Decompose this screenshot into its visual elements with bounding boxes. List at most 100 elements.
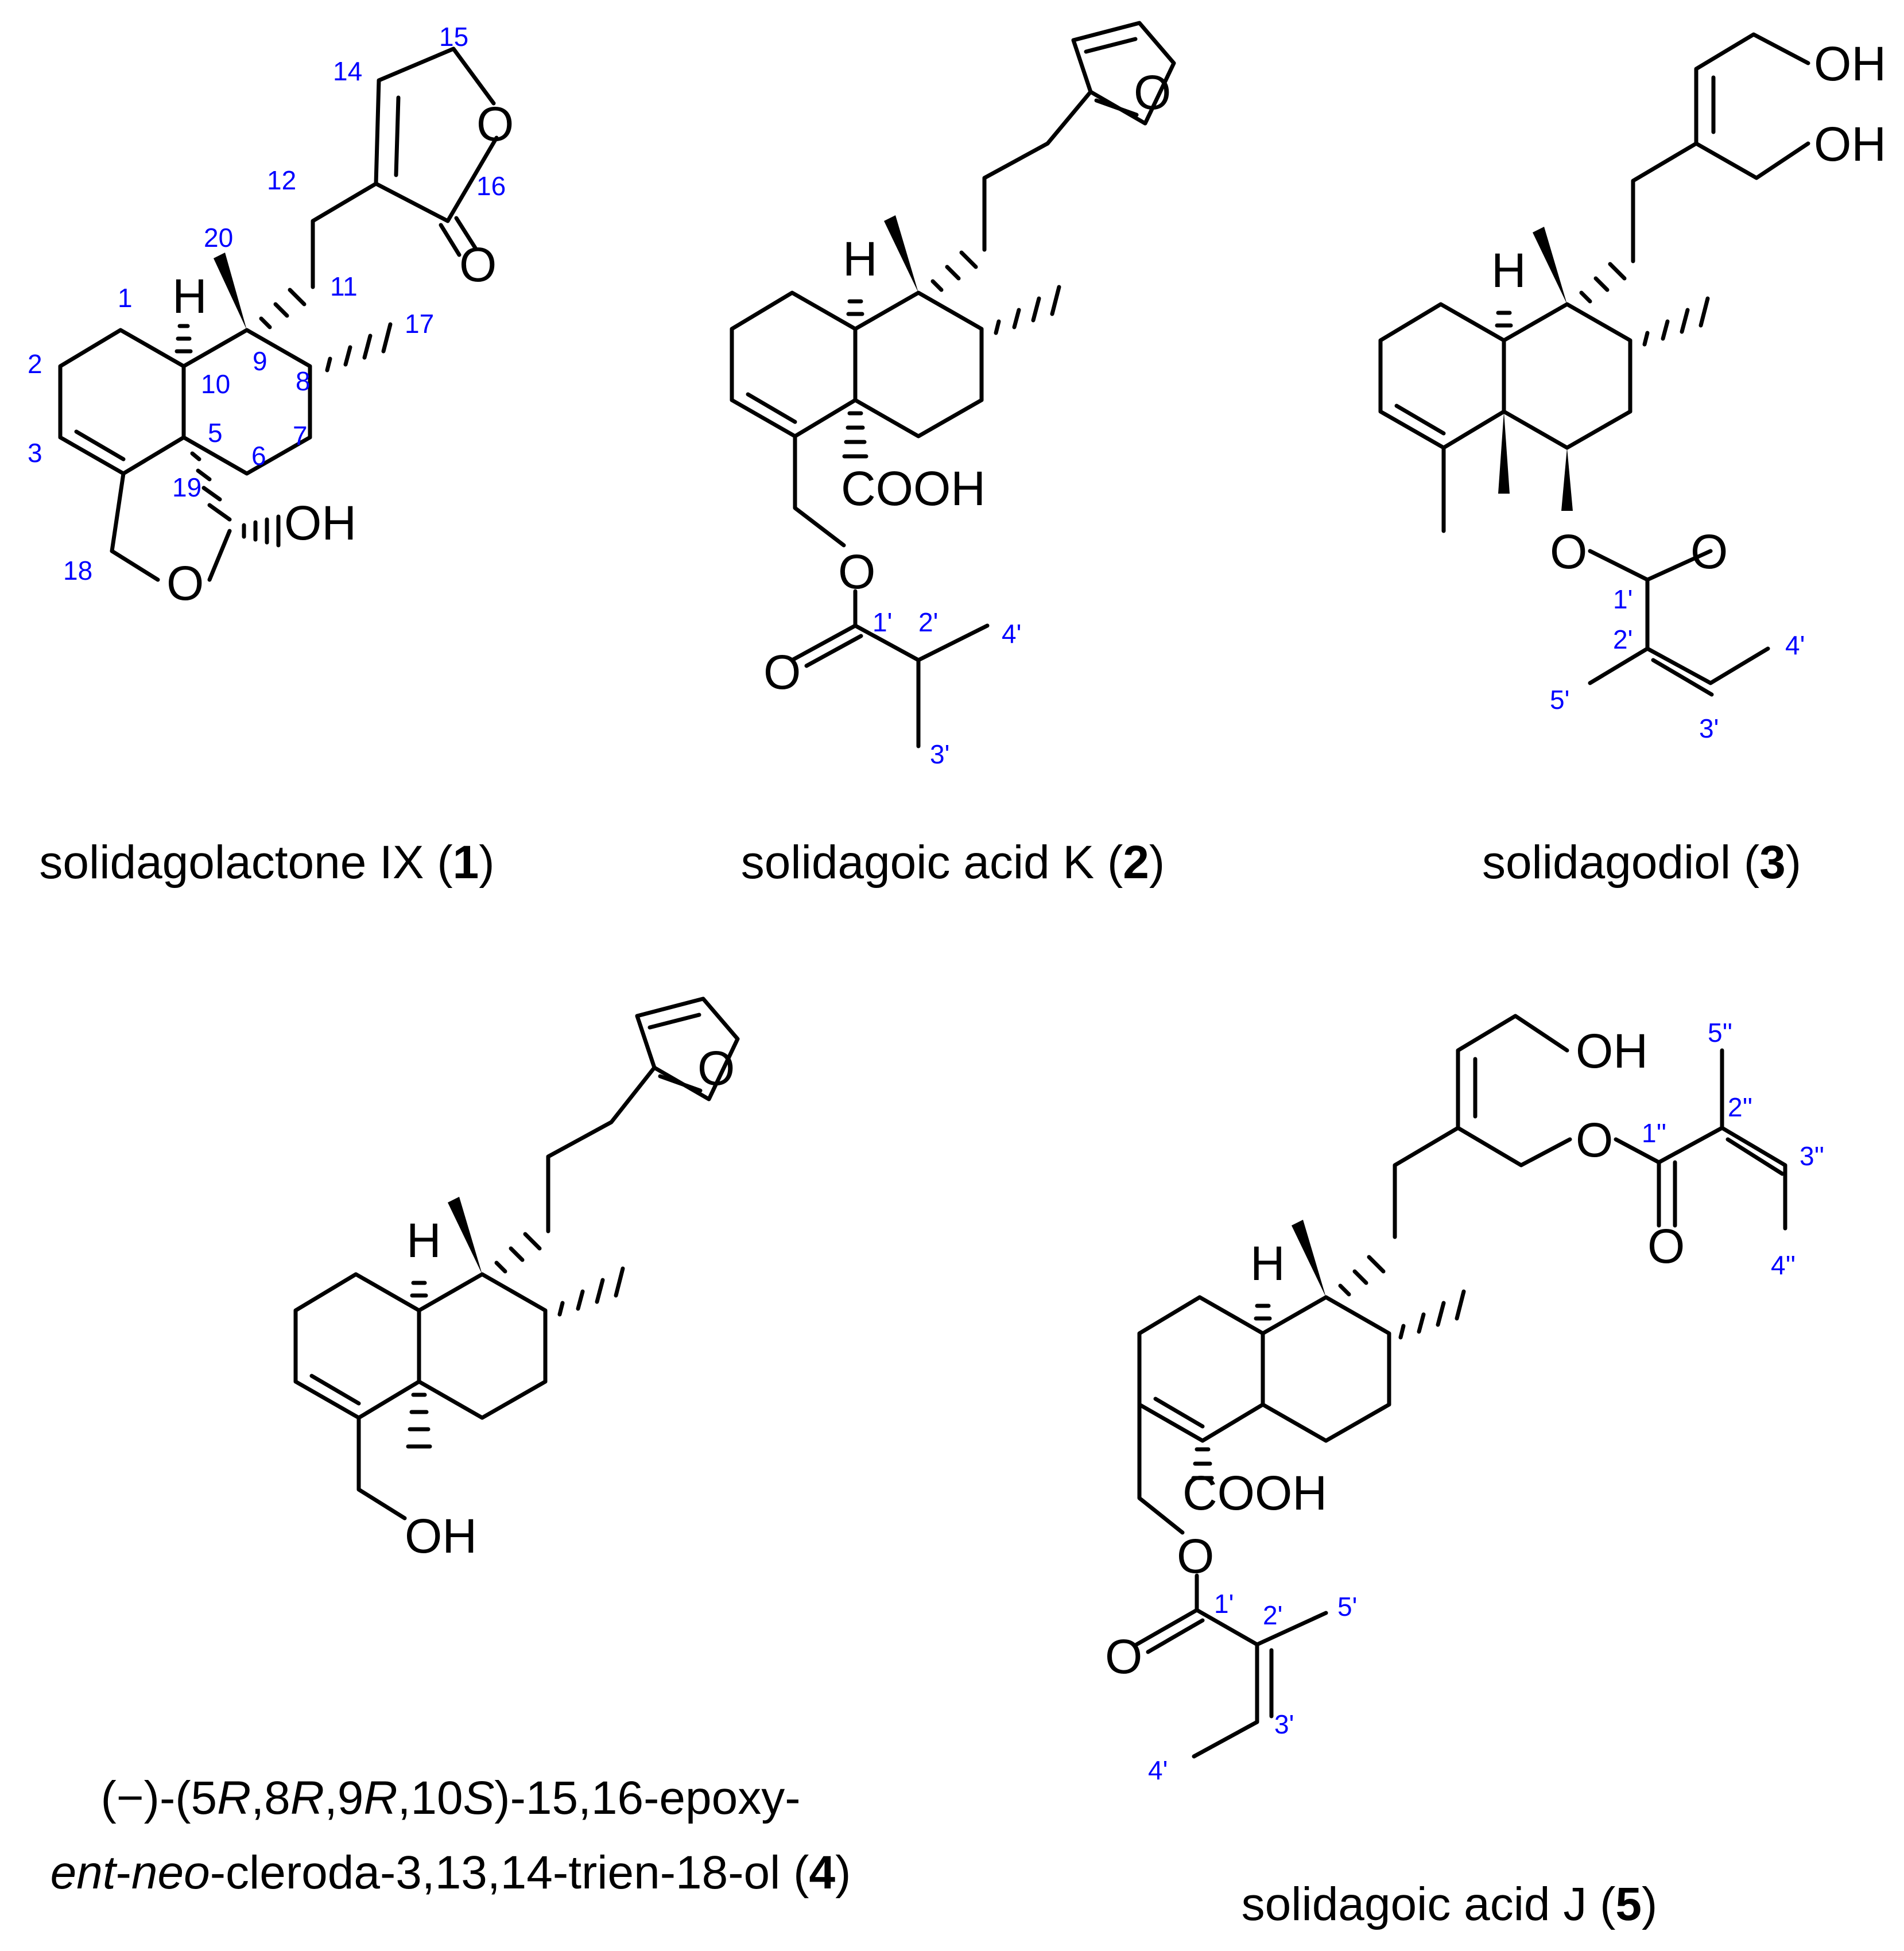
hashed-bond-side-chain bbox=[1338, 1255, 1386, 1297]
locant: 2'' bbox=[1728, 1092, 1752, 1122]
locant: 2' bbox=[1613, 625, 1632, 654]
locant: 1' bbox=[1613, 584, 1632, 614]
locant: 18 bbox=[63, 556, 92, 585]
caption-compound-3: solidagodiol (3) bbox=[1482, 836, 1801, 889]
wedge-bond-c20 bbox=[214, 253, 247, 330]
locant: 5' bbox=[1550, 685, 1569, 715]
locant: 4' bbox=[1148, 1755, 1168, 1785]
wedge-bond-methyl bbox=[448, 1197, 482, 1274]
wedge-bond-methyl bbox=[1498, 412, 1510, 494]
locant: 9 bbox=[253, 346, 267, 376]
atom-o: O bbox=[476, 97, 514, 151]
atom-oh: OH bbox=[1576, 1024, 1648, 1078]
atom-o: O bbox=[166, 556, 204, 610]
locant: 16 bbox=[476, 171, 506, 201]
atom-o: O bbox=[838, 545, 875, 599]
structure-compound-2: H COOH O O O 1' 2' bbox=[730, 21, 1176, 769]
locant: 3' bbox=[930, 739, 949, 769]
locant: 1'' bbox=[1642, 1118, 1666, 1148]
hashed-bond-methyl bbox=[1398, 1289, 1466, 1340]
locant: 5' bbox=[1337, 1592, 1357, 1622]
atom-o: O bbox=[697, 1041, 735, 1095]
hashed-bond-c10-h bbox=[174, 324, 193, 354]
hashed-bond-h bbox=[846, 299, 864, 316]
atom-oh: OH bbox=[1814, 37, 1886, 91]
wedge-bond-methyl bbox=[884, 215, 918, 293]
locant: 3' bbox=[1699, 713, 1719, 743]
atom-cooh: COOH bbox=[841, 461, 986, 515]
atom-o: O bbox=[1134, 65, 1171, 119]
atom-oh: OH bbox=[284, 496, 356, 550]
atom-o: O bbox=[1690, 525, 1728, 579]
locant: 6 bbox=[251, 441, 266, 471]
locant: 12 bbox=[267, 165, 296, 195]
locant: 3' bbox=[1274, 1709, 1294, 1739]
atom-oh: OH bbox=[1814, 117, 1886, 171]
locant: 5'' bbox=[1708, 1018, 1732, 1048]
locant: 5 bbox=[208, 418, 223, 448]
atom-h: H bbox=[172, 269, 207, 323]
atom-o: O bbox=[1550, 525, 1587, 579]
locant: 1 bbox=[118, 283, 133, 313]
hashed-bond-h bbox=[1254, 1304, 1272, 1321]
caption-compound-2: solidagoic acid K (2) bbox=[741, 836, 1165, 889]
locant: 14 bbox=[333, 56, 362, 86]
hashed-bond-h bbox=[410, 1281, 428, 1298]
locant: 1' bbox=[1214, 1589, 1234, 1619]
caption-compound-1: solidagolactone IX (1) bbox=[39, 836, 494, 889]
atom-o: O bbox=[1177, 1529, 1214, 1583]
caption-compound-4-line1: (−)-(5R,8R,9R,10S)-15,16-epoxy- bbox=[100, 1772, 800, 1824]
atom-oh: OH bbox=[405, 1509, 477, 1563]
locant: 2' bbox=[918, 607, 938, 637]
wedge-bond-methyl bbox=[1533, 227, 1567, 304]
atom-o: O bbox=[1576, 1113, 1613, 1167]
locant: 2' bbox=[1263, 1600, 1282, 1630]
hashed-bond-c8-c17 bbox=[325, 322, 393, 373]
hashed-bond-side-chain bbox=[1579, 262, 1627, 304]
hashed-bond-h bbox=[1495, 311, 1513, 328]
hashed-bond-methyl bbox=[406, 1393, 432, 1449]
caption-compound-5: solidagoic acid J (5) bbox=[1242, 1878, 1658, 1930]
atom-o: O bbox=[763, 645, 801, 699]
structure-compound-1: H OH O O O 1 2 3 5 6 7 8 9 10 11 12 14 1… bbox=[28, 22, 514, 610]
locant: 2 bbox=[28, 349, 42, 379]
atom-o: O bbox=[1105, 1630, 1142, 1684]
hashed-bond-methyl bbox=[557, 1266, 625, 1317]
hashed-bond-c19-oh bbox=[242, 514, 281, 548]
wedge-bond-methyl bbox=[1292, 1220, 1326, 1297]
locant: 17 bbox=[405, 309, 434, 339]
structure-compound-3: H O O OH OH 1' 2' 3' 4' 5' bbox=[1378, 32, 1886, 743]
locant: 4' bbox=[1785, 630, 1805, 660]
structure-compound-4: H O OH bbox=[293, 996, 740, 1563]
locant: 20 bbox=[204, 223, 233, 253]
locant: 4'' bbox=[1771, 1250, 1796, 1280]
hashed-bond-cooh bbox=[1191, 1447, 1214, 1480]
wedge-bond-ester bbox=[1561, 448, 1573, 511]
atom-o: O bbox=[459, 238, 497, 292]
hashed-bond-side-chain bbox=[930, 250, 978, 292]
locant: 8 bbox=[296, 366, 311, 396]
locant: 3 bbox=[28, 438, 42, 468]
hashed-bond-methyl bbox=[1642, 296, 1710, 347]
caption-compound-4-line2: ent-neo-cleroda-3,13,14-trien-18-ol (4) bbox=[51, 1847, 851, 1899]
atom-o: O bbox=[1647, 1219, 1685, 1273]
locant: 1' bbox=[872, 607, 892, 637]
hashed-bond-c9-c11 bbox=[259, 288, 307, 329]
locant: 10 bbox=[201, 369, 230, 399]
atom-h: H bbox=[1491, 243, 1526, 297]
hashed-bond-cooh bbox=[842, 411, 868, 459]
structure-compound-5: H COOH O O bbox=[1105, 1014, 1824, 1785]
locant: 3'' bbox=[1800, 1141, 1824, 1171]
locant: 7 bbox=[293, 421, 308, 451]
locant: 4' bbox=[1002, 619, 1021, 649]
locant: 11 bbox=[330, 271, 358, 301]
locant: 15 bbox=[439, 22, 468, 52]
atom-h: H bbox=[843, 232, 878, 286]
hashed-bond-c5-c19 bbox=[190, 451, 232, 522]
locant: 19 bbox=[172, 472, 201, 502]
hashed-bond-side-chain bbox=[494, 1232, 542, 1274]
atom-h: H bbox=[1250, 1236, 1285, 1290]
atom-h: H bbox=[406, 1213, 441, 1267]
hashed-bond-methyl bbox=[994, 285, 1061, 335]
